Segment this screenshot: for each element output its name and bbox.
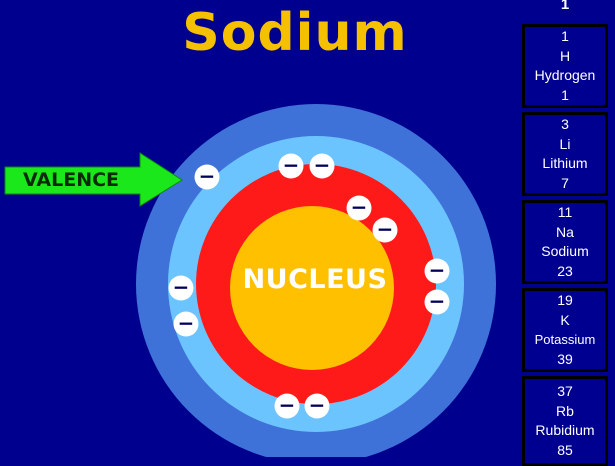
electron-symbol: − bbox=[173, 275, 190, 299]
electron-marker bbox=[304, 393, 330, 419]
element-tile-potassium: 19 K Potassium 39 bbox=[522, 288, 608, 372]
electron-symbol: − bbox=[429, 289, 446, 313]
element-tile-sodium: 11 Na Sodium 23 bbox=[522, 200, 608, 284]
element-symbol: H bbox=[559, 47, 571, 64]
electron-marker bbox=[424, 258, 450, 284]
electron-symbol: − bbox=[199, 164, 216, 188]
element-symbol: Na bbox=[556, 223, 574, 240]
element-tile-lithium: 3 Li Lithium 7 bbox=[522, 112, 608, 196]
electron-symbol: − bbox=[351, 195, 368, 219]
atomic-mass: 7 bbox=[561, 174, 569, 191]
element-name: Sodium bbox=[541, 243, 589, 259]
electron-marker bbox=[424, 289, 450, 315]
electron-marker bbox=[173, 311, 199, 337]
element-name: Hydrogen bbox=[534, 67, 596, 83]
atomic-number: 11 bbox=[557, 204, 573, 220]
group-number: 1 bbox=[560, 0, 570, 13]
atomic-number: 1 bbox=[561, 28, 569, 44]
valence-label: VALENCE bbox=[22, 169, 120, 191]
nucleus-label: NUCLEUS bbox=[242, 264, 388, 295]
electron-marker bbox=[278, 153, 304, 179]
element-symbol: Rb bbox=[556, 402, 574, 419]
electrons: −−−−−−−−−−− bbox=[168, 153, 450, 419]
electron-marker bbox=[346, 195, 372, 221]
atomic-mass: 85 bbox=[557, 441, 573, 458]
atomic-mass: 23 bbox=[557, 262, 573, 279]
electron-symbol: − bbox=[283, 153, 300, 177]
electron-symbol: − bbox=[377, 217, 394, 241]
element-symbol: K bbox=[560, 311, 570, 328]
atomic-number: 3 bbox=[561, 116, 569, 132]
element-symbol: Li bbox=[559, 135, 571, 152]
electron-symbol: − bbox=[279, 393, 296, 417]
atomic-number: 37 bbox=[557, 383, 573, 399]
page-title: Sodium bbox=[182, 3, 408, 63]
electron-marker bbox=[274, 393, 300, 419]
element-name: Lithium bbox=[542, 155, 588, 171]
atomic-mass: 39 bbox=[557, 350, 573, 367]
atomic-mass: 1 bbox=[561, 86, 569, 103]
electron-symbol: − bbox=[309, 393, 326, 417]
electron-marker bbox=[309, 153, 335, 179]
electron-marker bbox=[372, 217, 398, 243]
electron-marker bbox=[168, 275, 194, 301]
element-name: Rubidium bbox=[535, 422, 595, 438]
element-tile-hydrogen: 1 H Hydrogen 1 bbox=[522, 24, 608, 108]
valence-arrow bbox=[4, 152, 183, 207]
electron-symbol: − bbox=[314, 153, 331, 177]
element-tile-rubidium: 37 Rb Rubidium 85 bbox=[522, 376, 608, 466]
electron-marker bbox=[194, 164, 220, 190]
element-name: Potassium bbox=[534, 332, 596, 347]
electron-symbol: − bbox=[178, 311, 195, 335]
nucleus bbox=[230, 206, 394, 370]
atomic-number: 19 bbox=[557, 292, 573, 308]
electron-symbol: − bbox=[429, 258, 446, 282]
